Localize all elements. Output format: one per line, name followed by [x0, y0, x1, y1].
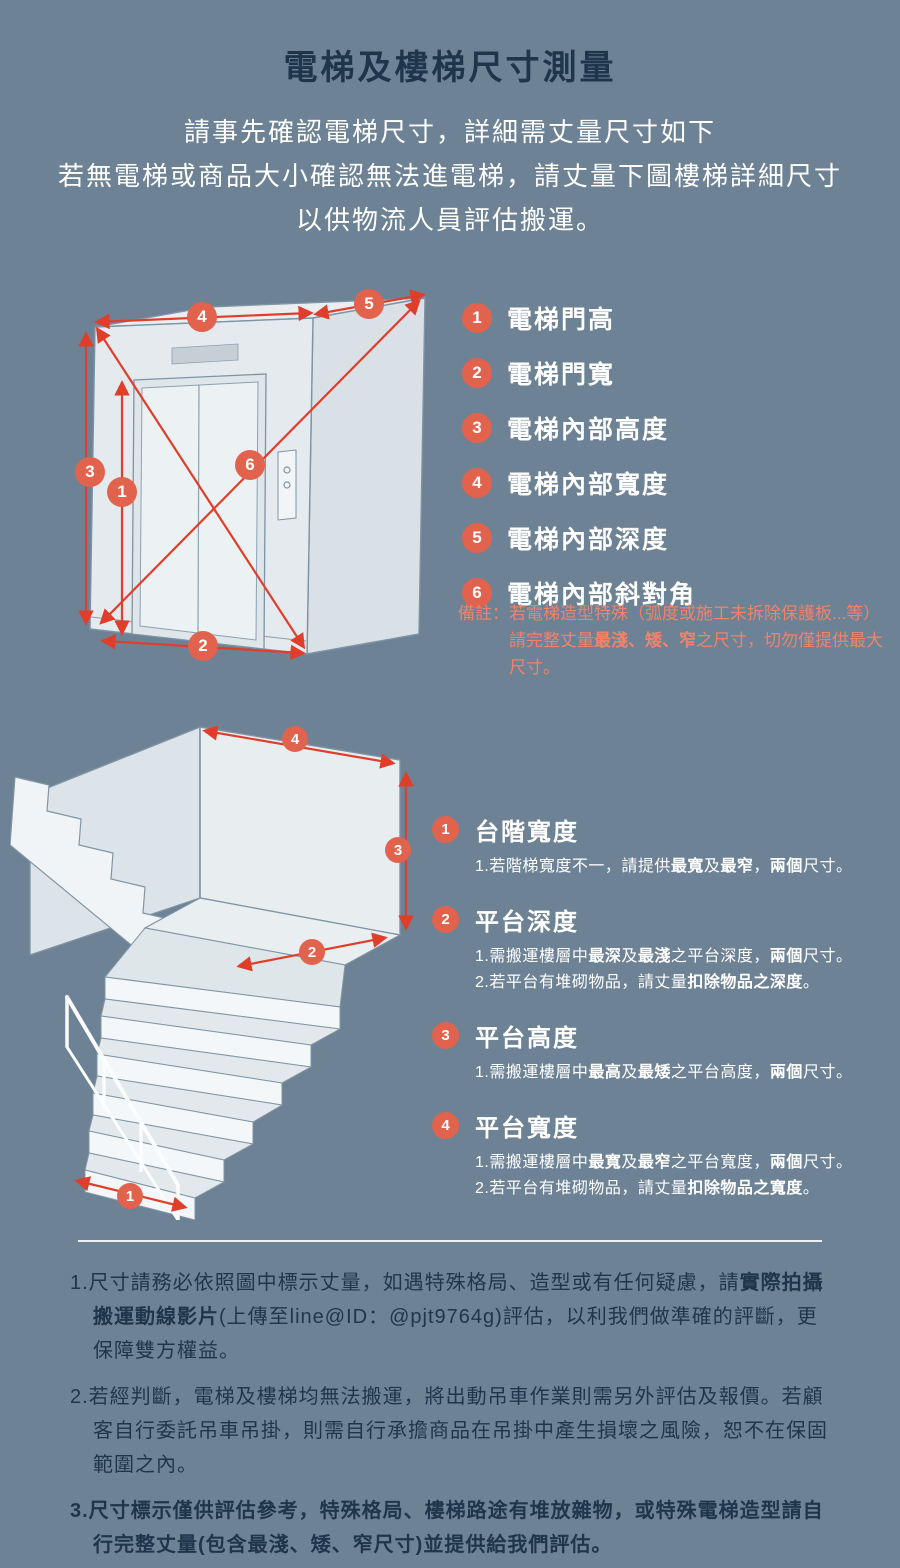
elevator-legend-item-5: 5 電梯內部深度: [462, 520, 696, 556]
stairs-marker-3: 3: [385, 837, 411, 863]
legend-badge: 5: [462, 523, 492, 553]
elevator-legend-item-2: 2 電梯門寬: [462, 355, 696, 391]
legend-detail: 1.需搬運樓層中最深及最淺之平台深度，兩個尺寸。: [475, 948, 853, 965]
legend-detail: 2.若平台有堆砌物品，請丈量扣除物品之深度。: [475, 974, 820, 991]
legend-badge: 4: [462, 468, 492, 498]
stairs-legend-item-2: 2 平台深度 1.需搬運樓層中最深及最淺之平台深度，兩個尺寸。 2.若平台有堆砌…: [432, 902, 894, 996]
elevator-diagram: 1 2 3 4 5 6: [70, 280, 450, 665]
footer-note-3: 3.尺寸標示僅供評估參考，特殊格局、樓梯路途有堆放雜物，或特殊電梯造型請自行完整…: [70, 1500, 824, 1556]
stairs-diagram: 1 2 3 4: [9, 715, 440, 1222]
stairs-marker-2: 2: [299, 939, 325, 965]
legend-detail: 1.需搬運樓層中最寬及最窄之平台寬度，兩個尺寸。: [475, 1154, 853, 1171]
intro-line-2: 若無電梯或商品大小確認無法進電梯，請丈量下圖樓梯詳細尺寸: [57, 161, 842, 191]
elevator-marker-4: 4: [187, 302, 217, 332]
legend-badge: 3: [462, 413, 492, 443]
footer-notes: 1.尺寸請務必依照圖中標示丈量，如遇特殊格局、造型或有任何疑慮，請實際拍攝搬運動…: [70, 1266, 835, 1568]
legend-label: 電梯門寬: [507, 361, 616, 389]
elevator-svg: [78, 289, 426, 660]
elevator-legend: 1 電梯門高 2 電梯門寬 3 電梯內部高度 4 電梯內部寬度 5 電梯內部深度…: [462, 300, 696, 630]
legend-badge: 2: [462, 358, 492, 388]
note-body: 若電梯造型特殊（弧度或施工未拆除保護板...等）請完整丈量最淺、矮、窄之尺寸，切…: [509, 604, 883, 677]
legend-badge: 2: [432, 906, 459, 933]
divider: [78, 1240, 822, 1242]
elevator-marker-5: 5: [354, 289, 384, 319]
intro-line-3: 以供物流人員評估搬運。: [295, 205, 604, 235]
stairs-marker-1: 1: [117, 1183, 143, 1209]
legend-label: 電梯內部斜對角: [507, 581, 697, 609]
legend-badge: 4: [432, 1112, 459, 1139]
stairs-legend-item-4: 4 平台寬度 1.需搬運樓層中最寬及最窄之平台寬度，兩個尺寸。 2.若平台有堆砌…: [432, 1108, 894, 1202]
legend-badge: 3: [432, 1022, 459, 1049]
stairs-svg: [9, 725, 414, 1222]
elevator-marker-2: 2: [188, 631, 218, 661]
elevator-legend-item-3: 3 電梯內部高度: [462, 410, 696, 446]
elevator-legend-item-1: 1 電梯門高: [462, 300, 696, 336]
stairs-marker-4: 4: [282, 726, 308, 752]
legend-title: 平台高度: [475, 1025, 579, 1052]
legend-detail: 1.若階梯寬度不一，請提供最寬及最窄，兩個尺寸。: [475, 858, 853, 875]
legend-label: 電梯內部寬度: [507, 471, 670, 499]
elevator-legend-item-4: 4 電梯內部寬度: [462, 465, 696, 501]
legend-label: 電梯門高: [507, 306, 616, 334]
elevator-marker-3: 3: [75, 457, 105, 487]
elevator-marker-6: 6: [235, 450, 265, 480]
legend-detail: 2.若平台有堆砌物品，請丈量扣除物品之寬度。: [475, 1180, 820, 1197]
legend-title: 平台深度: [475, 909, 579, 936]
legend-badge: 1: [462, 303, 492, 333]
stairs-legend: 1 台階寬度 1.若階梯寬度不一，請提供最寬及最窄，兩個尺寸。 2 平台深度 1…: [432, 812, 894, 1224]
elevator-note: 備註： 若電梯造型特殊（弧度或施工未拆除保護板...等）請完整丈量最淺、矮、窄之…: [458, 600, 890, 681]
elevator-marker-1: 1: [107, 477, 137, 507]
legend-label: 電梯內部高度: [507, 416, 670, 444]
legend-title: 台階寬度: [475, 819, 579, 846]
intro-line-1: 請事先確認電梯尺寸，詳細需丈量尺寸如下: [183, 117, 716, 147]
legend-badge: 1: [432, 816, 459, 843]
stairs-legend-item-1: 1 台階寬度 1.若階梯寬度不一，請提供最寬及最窄，兩個尺寸。: [432, 812, 894, 880]
legend-label: 電梯內部深度: [507, 526, 670, 554]
stairs-legend-item-3: 3 平台高度 1.需搬運樓層中最高及最矮之平台高度，兩個尺寸。: [432, 1018, 894, 1086]
elevator-legend-item-6: 6 電梯內部斜對角: [462, 575, 696, 611]
intro-text: 請事先確認電梯尺寸，詳細需丈量尺寸如下 若無電梯或商品大小確認無法進電梯，請丈量…: [0, 110, 900, 242]
legend-title: 平台寬度: [475, 1115, 579, 1142]
page-title: 電梯及樓梯尺寸測量: [283, 49, 617, 87]
footer-note-2: 2.若經判斷，電梯及樓梯均無法搬運，將出動吊車作業則需另外評估及報價。若顧客自行…: [70, 1386, 828, 1476]
legend-badge: 6: [462, 578, 492, 608]
note-prefix: 備註：: [458, 604, 509, 623]
legend-detail: 1.需搬運樓層中最高及最矮之平台高度，兩個尺寸。: [475, 1064, 853, 1081]
footer-note-1: 1.尺寸請務必依照圖中標示丈量，如遇特殊格局、造型或有任何疑慮，請實際拍攝搬運動…: [70, 1272, 824, 1362]
